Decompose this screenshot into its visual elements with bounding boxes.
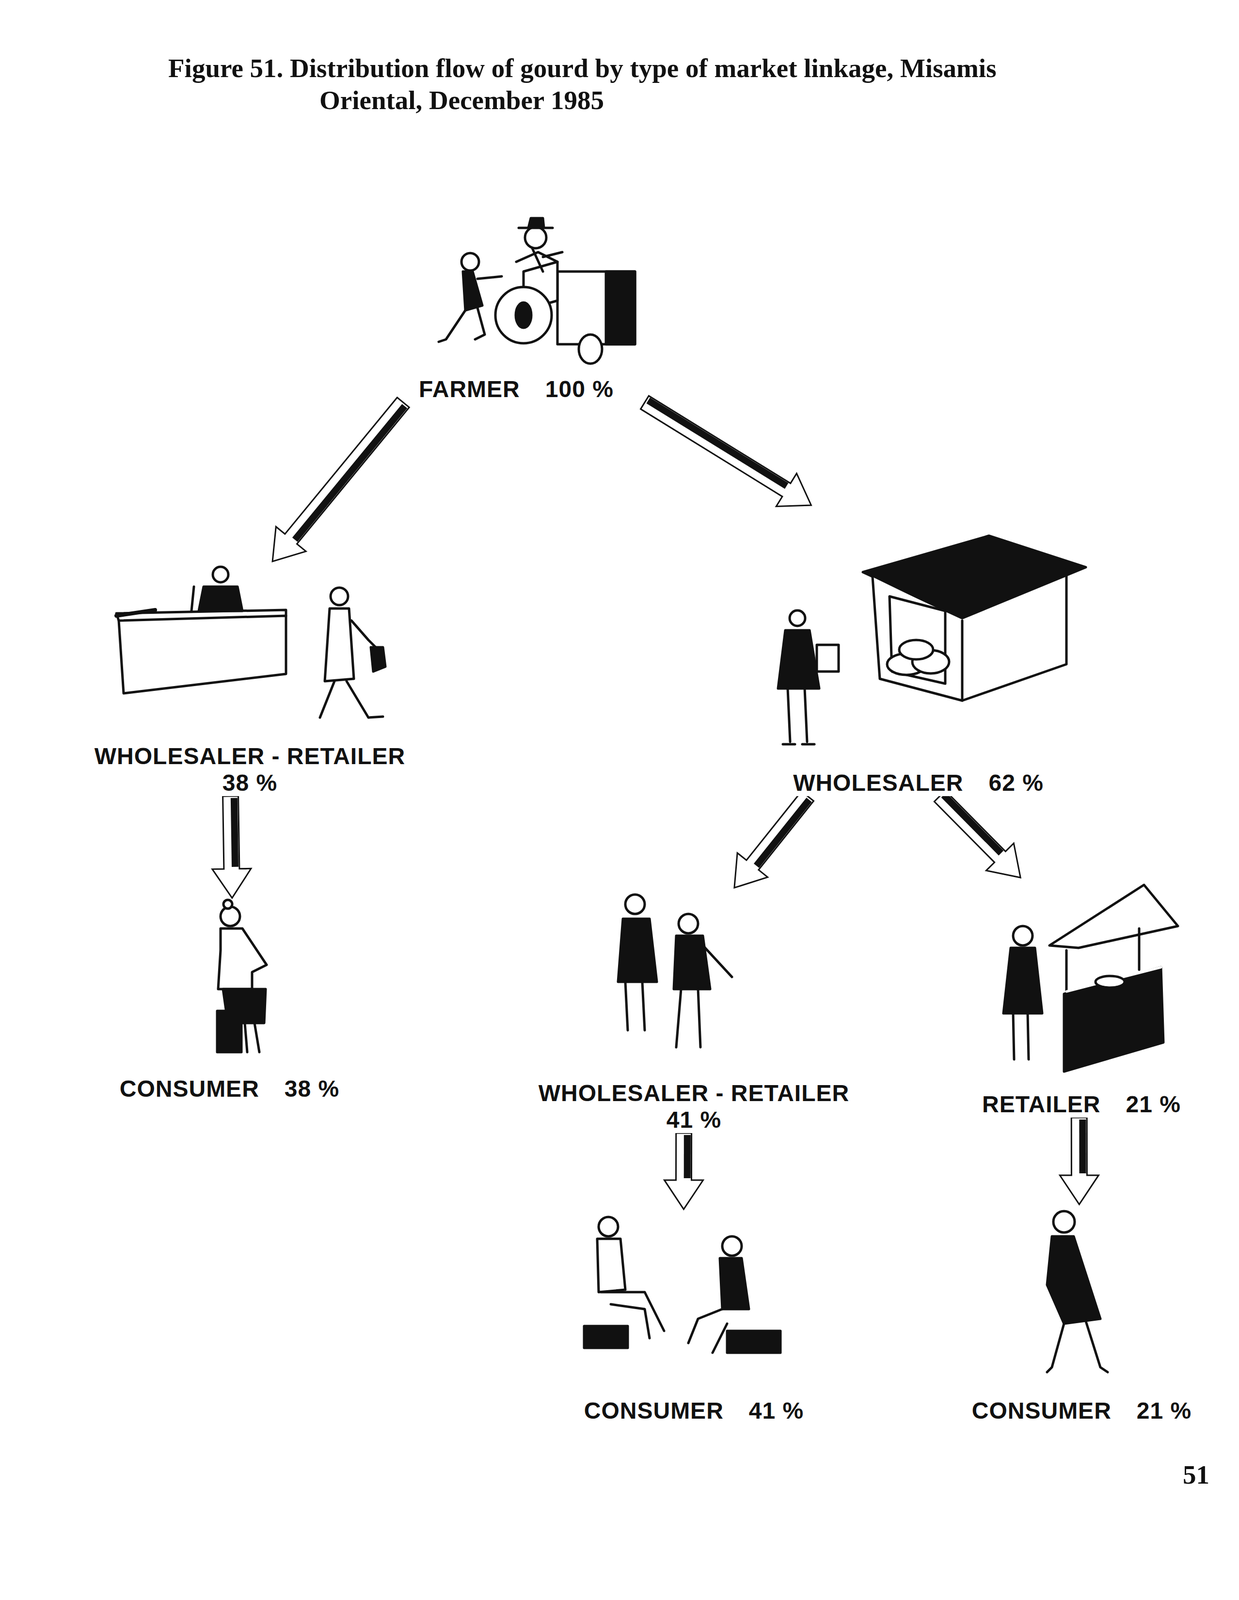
node-percent: 62 %: [986, 769, 1046, 796]
flow-arrow: [734, 791, 814, 888]
tractor-figure: [438, 218, 636, 364]
flow-node: WHOLESALER 62 %: [739, 505, 1097, 796]
desk-figure: [116, 566, 386, 718]
node-percent: 21 %: [1134, 1397, 1194, 1424]
node-name: WHOLESALER - RETAILER: [92, 742, 408, 770]
arrow-shade: [683, 1134, 691, 1178]
seated-consumers: [584, 1216, 781, 1353]
node-name: FARMER: [416, 375, 523, 403]
node-percent: 41 %: [664, 1106, 724, 1133]
arrow-shade: [234, 797, 236, 867]
node-percent: 100 %: [543, 375, 616, 403]
flow-arrow: [640, 395, 812, 507]
walking-consumer: [1047, 1210, 1108, 1372]
arrow-shade: [648, 400, 787, 486]
arrow-shade: [294, 406, 405, 540]
arrow-outline: [212, 795, 252, 898]
node-name: WHOLESALER - RETAILER: [536, 1079, 852, 1107]
figure-title: Figure 51. Distribution flow of gourd by…: [168, 52, 1022, 117]
warehouse-figure: [778, 535, 1086, 745]
node-name: CONSUMER: [117, 1075, 262, 1102]
traders-figure: [618, 894, 732, 1048]
arrow-outline: [664, 1132, 704, 1209]
arrow-outline: [272, 397, 410, 562]
node-name: WHOLESALER: [791, 769, 966, 796]
stall-figure: [1003, 884, 1178, 1072]
arrow-shade: [1079, 1119, 1086, 1174]
arrow-outline: [1059, 1117, 1099, 1205]
node-name: CONSUMER: [582, 1397, 726, 1424]
arrow-outline: [734, 791, 814, 888]
flow-node: FARMER 100 %: [387, 203, 645, 403]
arrow-shade: [756, 799, 810, 866]
flow-node: CONSUMER 21 %: [959, 1204, 1205, 1424]
flow-arrow: [272, 397, 410, 562]
consumer-figure: [217, 899, 267, 1052]
flow-arrow: [664, 1132, 704, 1209]
arrow-outline: [640, 395, 812, 507]
node-percent: 38 %: [220, 769, 280, 796]
node-percent: 41 %: [746, 1397, 806, 1424]
arrow-outline: [934, 790, 1021, 878]
node-name: CONSUMER: [969, 1397, 1114, 1424]
flow-node: RETAILER 21 %: [964, 877, 1199, 1118]
node-name: RETAILER: [980, 1090, 1103, 1118]
node-percent: 21 %: [1124, 1090, 1183, 1118]
arrow-shade: [943, 794, 1002, 854]
flow-arrow: [212, 795, 252, 898]
flow-node: WHOLESALER - RETAILER41 %: [525, 887, 863, 1133]
flow-arrow: [934, 790, 1021, 878]
node-percent: 38 %: [282, 1075, 342, 1102]
flow-arrow: [1059, 1117, 1099, 1205]
page-number: 51: [1182, 1459, 1210, 1490]
flow-node: CONSUMER 41 %: [566, 1208, 822, 1424]
flow-node: CONSUMER 38 %: [101, 897, 358, 1102]
flow-node: WHOLESALER - RETAILER38 %: [88, 561, 412, 796]
